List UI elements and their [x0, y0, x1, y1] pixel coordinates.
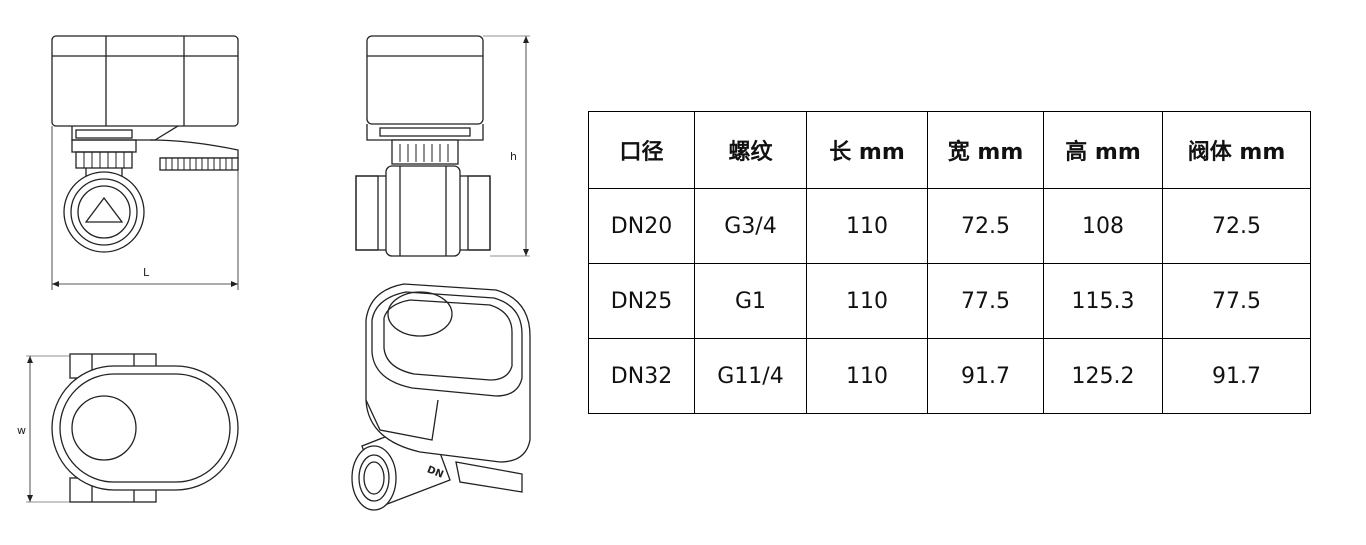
table-cell: 91.7 — [927, 338, 1044, 414]
table-cell: G3/4 — [694, 188, 807, 264]
table-cell: 108 — [1043, 188, 1163, 264]
table-cell: 77.5 — [927, 263, 1044, 339]
side-view-drawing — [355, 35, 530, 257]
table-cell: 125.2 — [1043, 338, 1163, 414]
header-caliber: 口径 — [588, 111, 695, 189]
table-cell: DN25 — [588, 263, 695, 339]
table-cell: 110 — [806, 338, 928, 414]
header-thread: 螺纹 — [694, 111, 807, 189]
table-cell: DN20 — [588, 188, 695, 264]
table-cell: 115.3 — [1043, 263, 1163, 339]
front-view-drawing — [51, 35, 239, 290]
table-cell: 91.7 — [1162, 338, 1311, 414]
table-header-row: 口径 螺纹 长 mm 宽 mm 高 mm 阀体 mm — [588, 111, 1311, 189]
header-width: 宽 mm — [927, 111, 1044, 189]
dim-label-length: L — [143, 266, 150, 279]
table-cell: 110 — [806, 263, 928, 339]
dim-label-height: h — [510, 150, 517, 163]
table-row: DN25 G1 110 77.5 115.3 77.5 — [588, 263, 1311, 339]
table-cell: DN32 — [588, 338, 695, 414]
spec-table: 口径 螺纹 长 mm 宽 mm 高 mm 阀体 mm DN20 G3/4 110… — [588, 111, 1311, 414]
table-cell: 110 — [806, 188, 928, 264]
table-cell: G1 — [694, 263, 807, 339]
dim-label-width: w — [17, 424, 26, 437]
table-cell: 77.5 — [1162, 263, 1311, 339]
table-row: DN20 G3/4 110 72.5 108 72.5 — [588, 188, 1311, 264]
header-valve-body: 阀体 mm — [1162, 111, 1311, 189]
table-cell: G11/4 — [694, 338, 807, 414]
table-row: DN32 G11/4 110 91.7 125.2 91.7 — [588, 338, 1311, 414]
technical-drawings: L h w — [17, 35, 531, 511]
isometric-view-drawing — [351, 283, 531, 511]
header-height: 高 mm — [1043, 111, 1163, 189]
header-length: 长 mm — [806, 111, 928, 189]
top-view-drawing — [26, 353, 239, 503]
table-cell: 72.5 — [927, 188, 1044, 264]
table-cell: 72.5 — [1162, 188, 1311, 264]
